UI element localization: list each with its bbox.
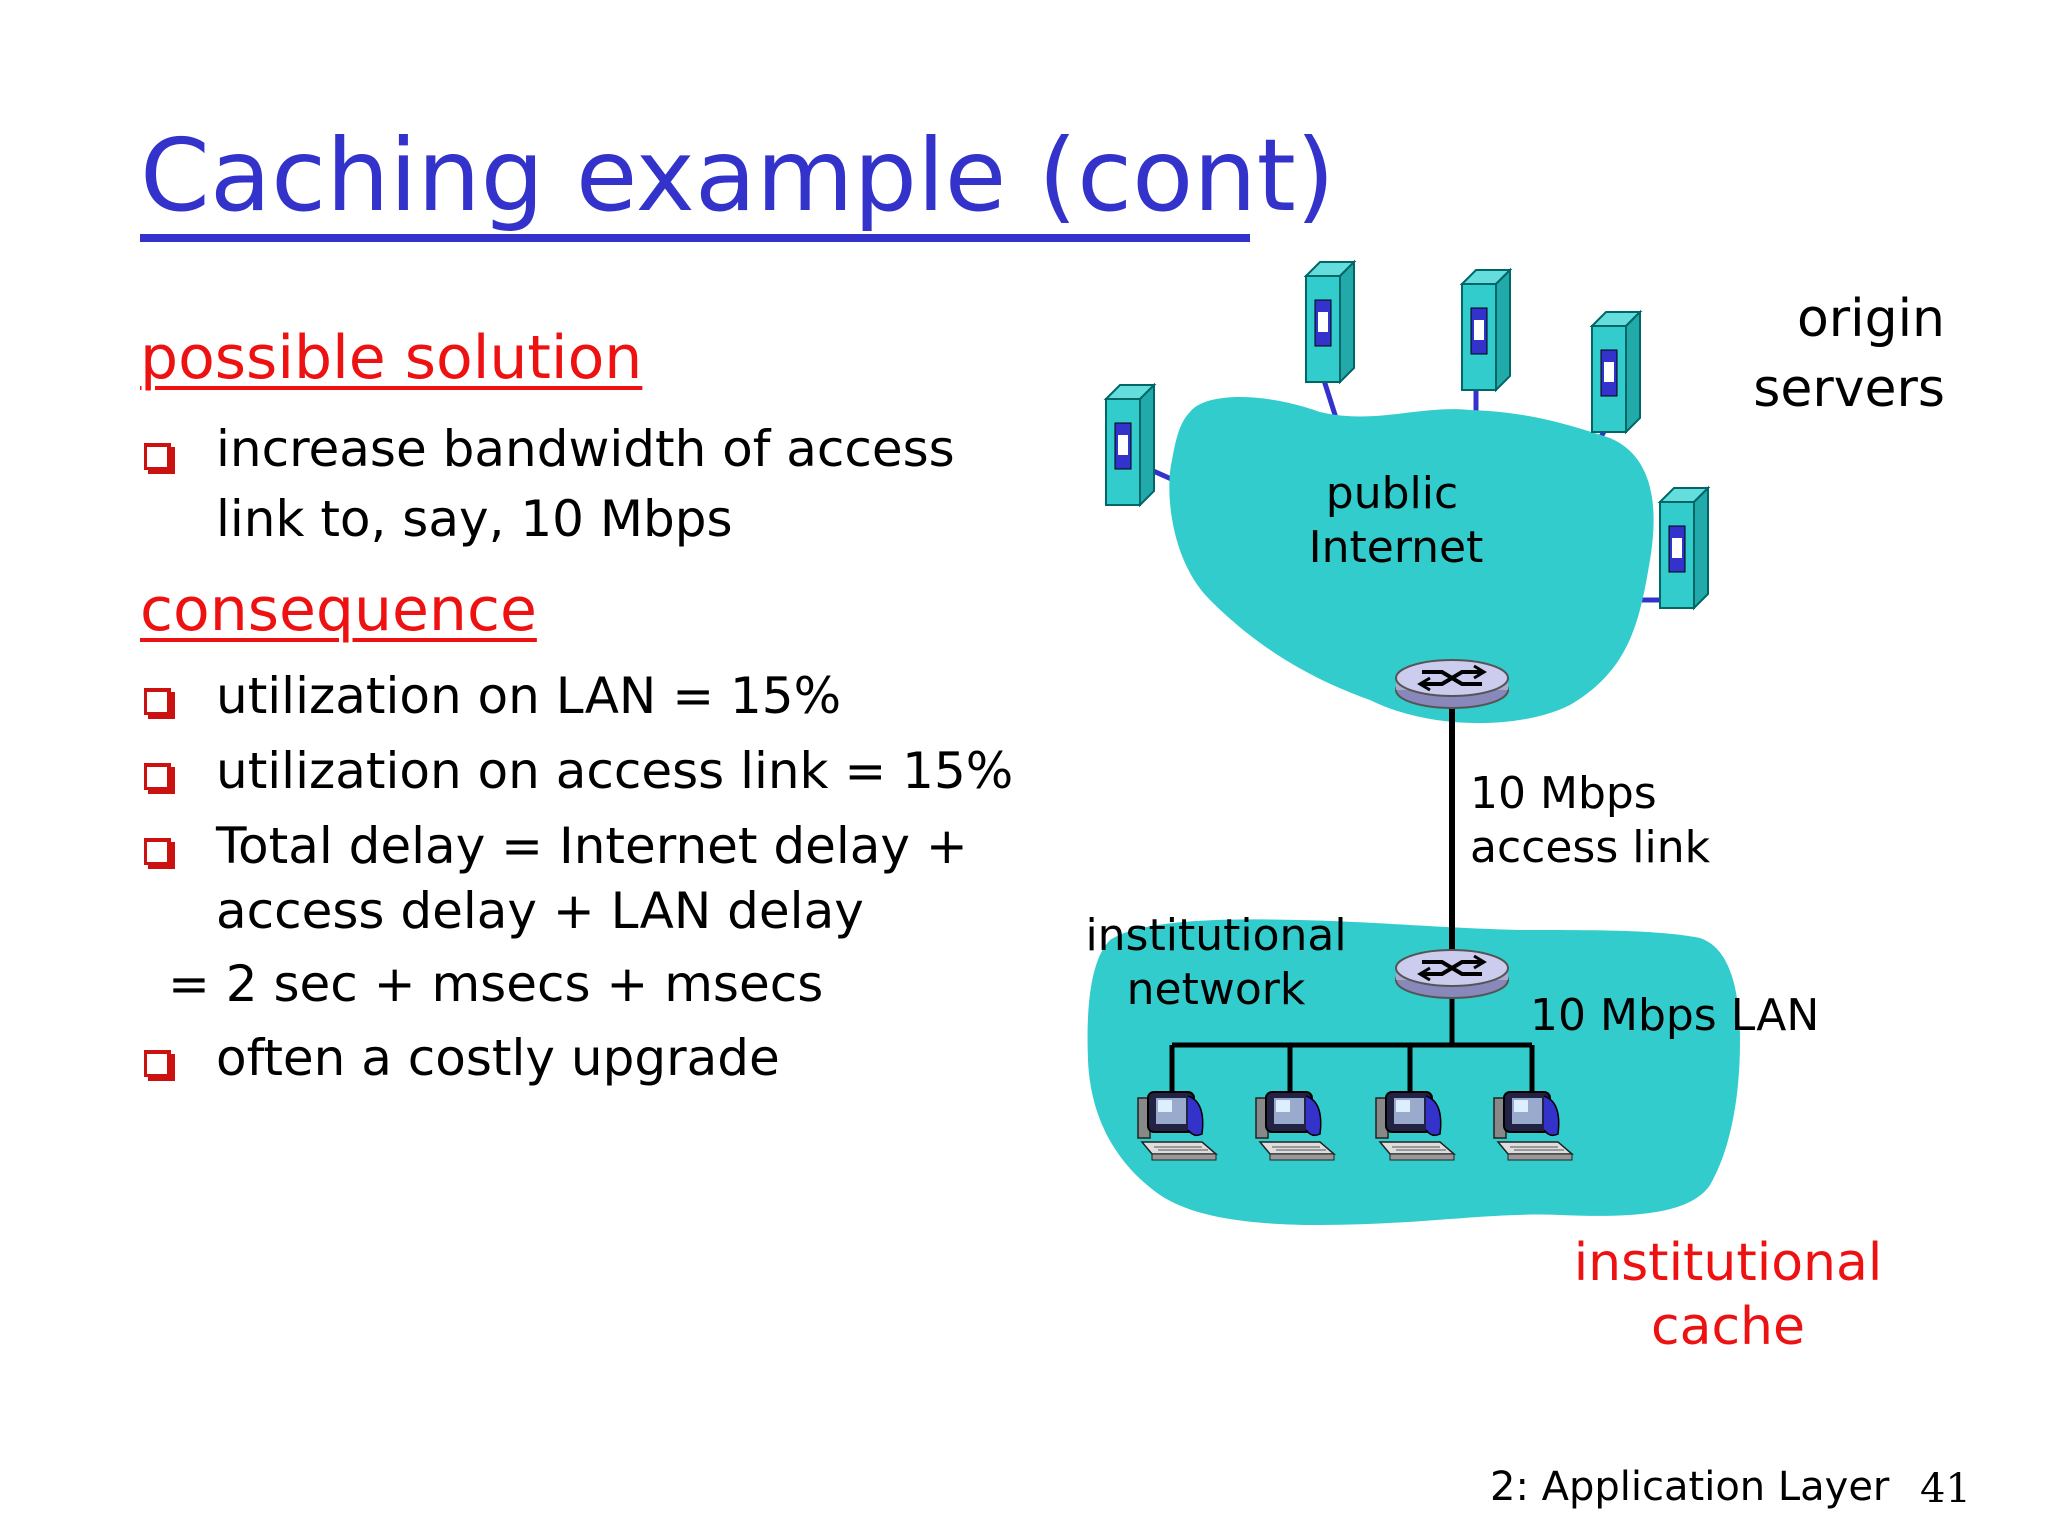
server-icon bbox=[1461, 269, 1511, 391]
institutional-network-cloud bbox=[1087, 919, 1740, 1225]
footer-chapter: 2: Application Layer bbox=[1490, 1464, 1890, 1510]
origin-servers-label: origin bbox=[1797, 289, 1945, 349]
server-icon bbox=[1591, 311, 1641, 433]
bullet-text: utilization on LAN = 15% bbox=[216, 667, 842, 725]
public-internet-label: Internet bbox=[1309, 522, 1484, 573]
access-link-label: access link bbox=[1470, 822, 1711, 873]
bullet-text: utilization on access link = 15% bbox=[216, 742, 1014, 800]
lan-label: 10 Mbps LAN bbox=[1530, 990, 1819, 1041]
server-icon bbox=[1659, 487, 1709, 609]
section-heading-consequence: consequence bbox=[140, 575, 537, 645]
bullet-icon bbox=[144, 688, 171, 715]
title-underline bbox=[140, 234, 1250, 242]
institutional-cache-label: institutional bbox=[1574, 1233, 1883, 1293]
server-icon bbox=[1105, 384, 1155, 506]
origin-servers-label: servers bbox=[1753, 359, 1945, 419]
bullet-icon bbox=[144, 1050, 171, 1077]
page-number: 41 bbox=[1920, 1466, 1971, 1512]
institutional-network-label: network bbox=[1127, 964, 1306, 1015]
bullet-text: link to, say, 10 Mbps bbox=[216, 490, 733, 548]
server-icon bbox=[1305, 261, 1355, 383]
continuation-text: = 2 sec + msecs + msecs bbox=[168, 955, 824, 1013]
bullet-text: access delay + LAN delay bbox=[216, 882, 864, 940]
lan-bus bbox=[1169, 985, 1535, 1095]
bullet-text: Total delay = Internet delay + bbox=[216, 817, 968, 875]
slide-title: Caching example (cont) bbox=[140, 117, 1335, 234]
router-icon bbox=[1394, 948, 1510, 1000]
access-link-label: 10 Mbps bbox=[1470, 768, 1657, 819]
public-internet-label: public bbox=[1326, 468, 1458, 519]
bullet-icon bbox=[144, 763, 171, 790]
bullet-text: increase bandwidth of access bbox=[216, 420, 955, 478]
bullet-icon bbox=[144, 838, 171, 865]
bullet-icon bbox=[144, 443, 171, 470]
bullet-text: often a costly upgrade bbox=[216, 1029, 780, 1087]
institutional-cache-label: cache bbox=[1651, 1297, 1805, 1357]
public-internet-cloud bbox=[1169, 397, 1654, 724]
section-heading-possible-solution: possible solution bbox=[140, 323, 643, 393]
router-icon bbox=[1394, 658, 1510, 710]
institutional-network-label: institutional bbox=[1085, 910, 1346, 961]
